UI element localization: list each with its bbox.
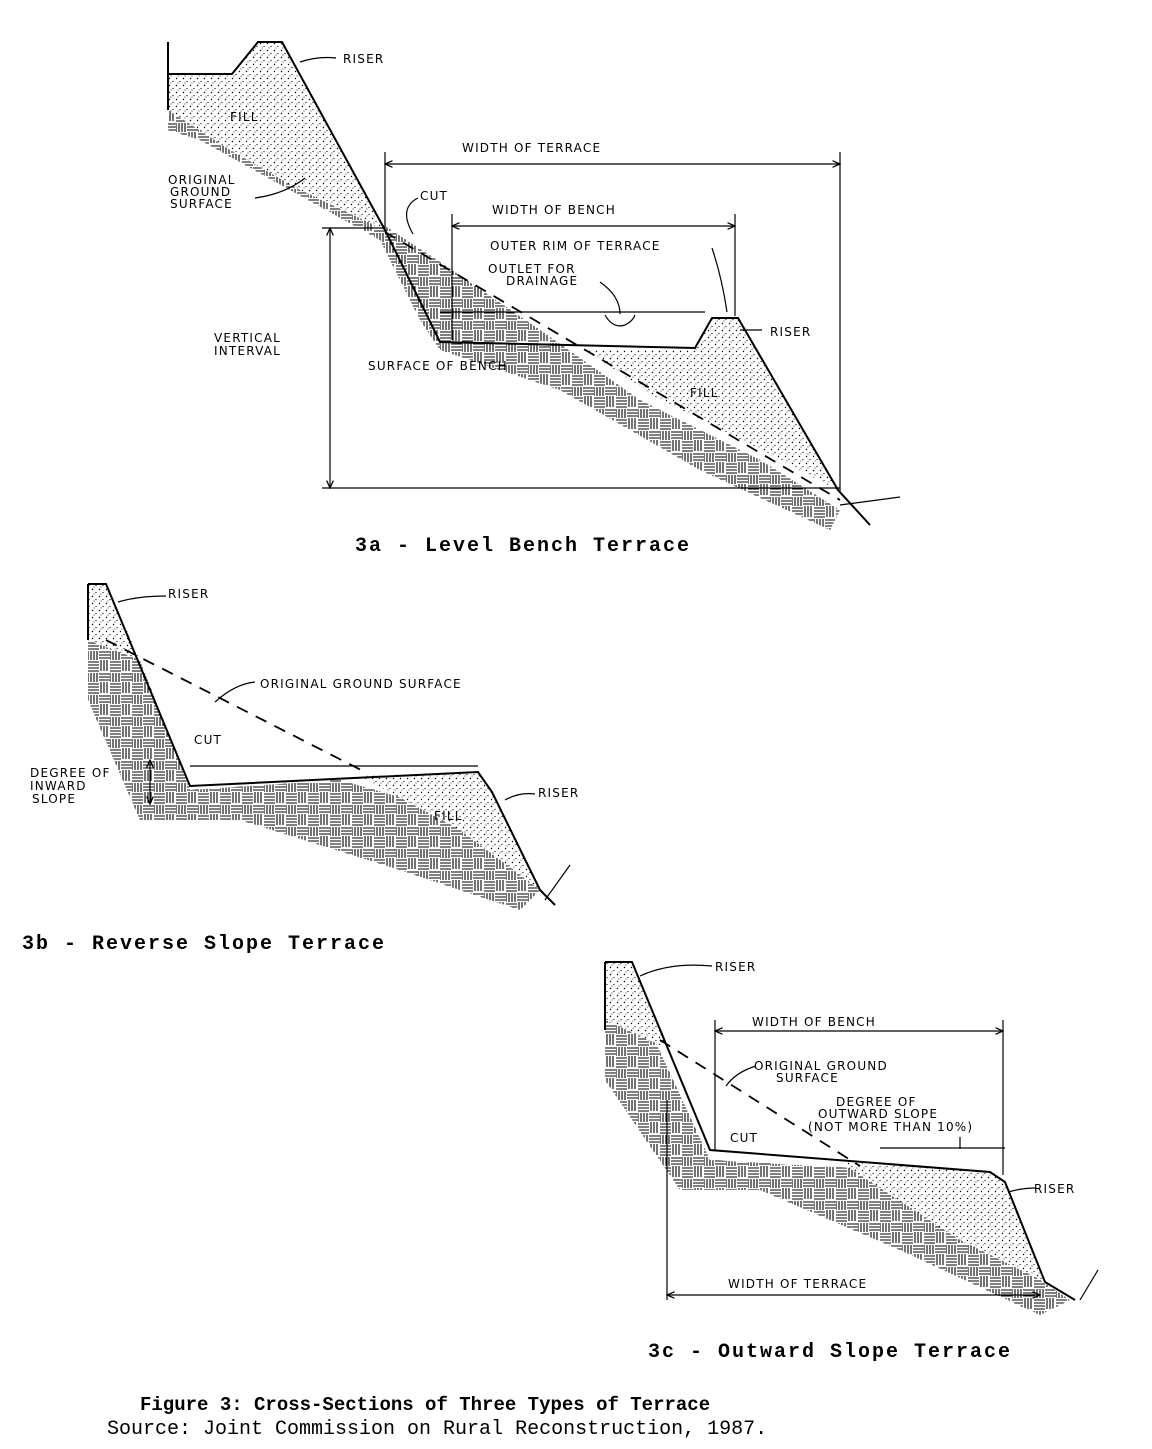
leader bbox=[504, 793, 536, 801]
profile-3a bbox=[168, 41, 871, 526]
leader bbox=[711, 247, 728, 313]
label-outward-slope-3: (NOT MORE THAN 10%) bbox=[808, 1120, 973, 1134]
label-fill-lower-3a: FILL bbox=[690, 386, 719, 400]
leader bbox=[406, 197, 419, 235]
leader bbox=[725, 1065, 757, 1087]
fill-3a-lower bbox=[585, 318, 838, 490]
label-cut-3c: CUT bbox=[730, 1131, 758, 1145]
label-riser-top-3c: RISER bbox=[715, 960, 756, 974]
label-outward-slope-1: DEGREE OF bbox=[836, 1095, 917, 1109]
caption-3b: 3b - Reverse Slope Terrace bbox=[22, 933, 386, 956]
label-outlet-2: DRAINAGE bbox=[506, 274, 578, 288]
leader bbox=[214, 681, 256, 703]
leader bbox=[599, 281, 621, 315]
label-inward-slope-2: INWARD bbox=[30, 779, 87, 793]
profile-3c bbox=[605, 961, 1076, 1301]
label-outlet-1: OUTLET FOR bbox=[488, 262, 576, 276]
label-fill-3a: FILL bbox=[230, 110, 259, 124]
panel-3b-reverse-slope: RISER ORIGINAL GROUND SURFACE CUT DEGREE… bbox=[22, 583, 579, 956]
label-vertical-interval-1: VERTICAL bbox=[214, 331, 281, 345]
leader bbox=[254, 177, 306, 199]
label-original-ground-3c-1: ORIGINAL GROUND bbox=[754, 1059, 888, 1073]
caption-3c: 3c - Outward Slope Terrace bbox=[648, 1341, 1012, 1364]
label-width-bench-3a: WIDTH OF BENCH bbox=[492, 203, 616, 217]
label-riser-top-3b: RISER bbox=[168, 587, 209, 601]
label-width-bench-3c: WIDTH OF BENCH bbox=[752, 1015, 876, 1029]
leader bbox=[839, 496, 901, 506]
label-riser-right-3b: RISER bbox=[538, 786, 579, 800]
label-original-ground-3c-2: SURFACE bbox=[776, 1071, 839, 1085]
profile-3b bbox=[88, 583, 556, 906]
panel-3a-level-bench: RISER FILL ORIGINAL GROUND SURFACE WIDTH… bbox=[167, 41, 901, 558]
label-original-ground-3a-1: ORIGINAL bbox=[168, 173, 236, 187]
label-outward-slope-2: OUTWARD SLOPE bbox=[818, 1107, 938, 1121]
figure-source: Source: Joint Commission on Rural Recons… bbox=[107, 1418, 767, 1441]
original-ground-3a bbox=[384, 231, 841, 501]
label-cut-3b: CUT bbox=[194, 733, 222, 747]
label-original-ground-3a-2: GROUND bbox=[170, 185, 231, 199]
label-inward-slope-1: DEGREE OF bbox=[30, 766, 111, 780]
label-fill-3b: FILL bbox=[434, 809, 463, 823]
label-riser-right-3c: RISER bbox=[1034, 1182, 1075, 1196]
fill-3c-upper bbox=[605, 962, 670, 1050]
leader bbox=[299, 56, 337, 63]
leader bbox=[639, 964, 713, 977]
figure-title: Figure 3: Cross-Sections of Three Types … bbox=[140, 1394, 710, 1416]
label-vertical-interval-2: INTERVAL bbox=[214, 344, 281, 358]
soil-strata-3b bbox=[88, 640, 540, 910]
label-riser-top-3a: RISER bbox=[343, 52, 384, 66]
fill-3a-upper bbox=[168, 42, 385, 230]
label-original-ground-3b: ORIGINAL GROUND SURFACE bbox=[260, 677, 462, 691]
label-cut-3a: CUT bbox=[420, 189, 448, 203]
label-inward-slope-3: SLOPE bbox=[32, 792, 76, 806]
label-width-terrace-3c: WIDTH OF TERRACE bbox=[728, 1277, 867, 1291]
leader bbox=[544, 864, 571, 901]
original-ground-3b bbox=[105, 639, 366, 773]
label-outer-rim: OUTER RIM OF TERRACE bbox=[490, 239, 661, 253]
fill-3b-lower bbox=[360, 772, 540, 890]
original-ground-3c bbox=[659, 1039, 861, 1167]
leader bbox=[1007, 1187, 1037, 1193]
panel-3c-outward-slope: RISER WIDTH OF BENCH ORIGINAL GROUND SUR… bbox=[604, 960, 1099, 1364]
caption-3a: 3a - Level Bench Terrace bbox=[355, 535, 691, 558]
leader bbox=[117, 595, 167, 603]
label-original-ground-3a-3: SURFACE bbox=[170, 197, 233, 211]
soil-strata-3c bbox=[605, 1010, 1070, 1315]
fill-3c-lower bbox=[840, 1162, 1045, 1282]
leader bbox=[1079, 1269, 1099, 1301]
label-riser-right-3a: RISER bbox=[770, 325, 811, 339]
label-width-terrace-3a: WIDTH OF TERRACE bbox=[462, 141, 601, 155]
outlet-icon bbox=[604, 314, 636, 327]
fill-3b-upper bbox=[88, 584, 140, 660]
label-surface-of-bench: SURFACE OF BENCH bbox=[368, 359, 508, 373]
